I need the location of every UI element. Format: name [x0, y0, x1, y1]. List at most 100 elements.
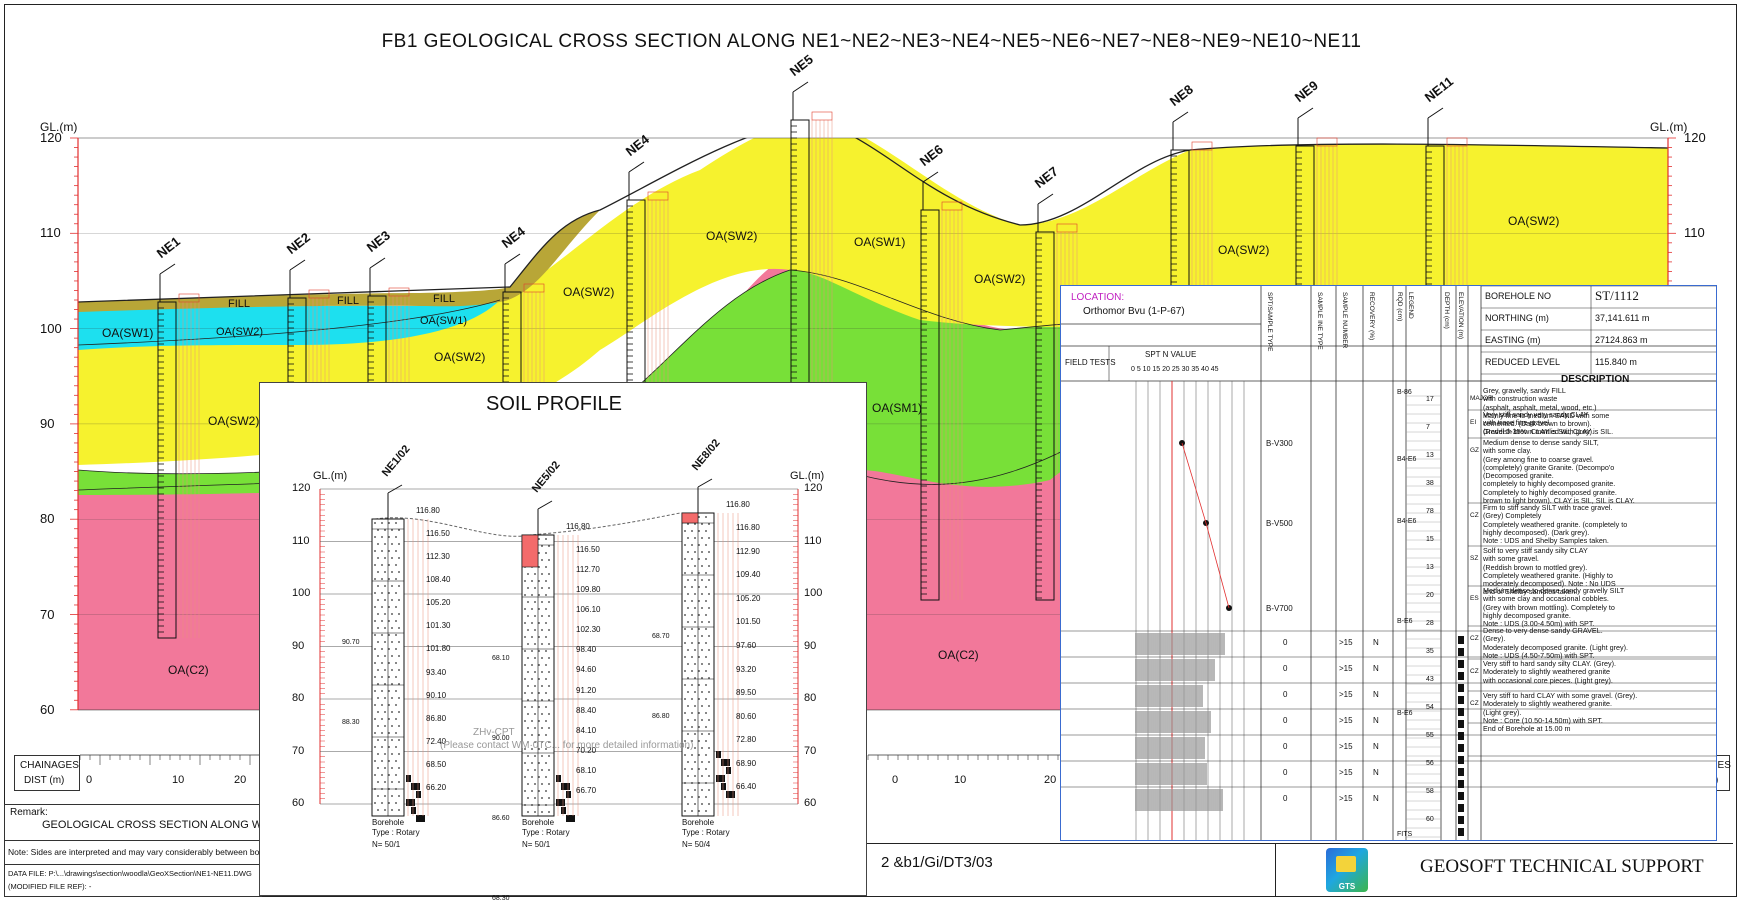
sp-dot: [384, 767, 386, 769]
sp-dot: [541, 741, 543, 743]
sample-id: B-V500: [1266, 519, 1293, 528]
sp-dot: [527, 657, 529, 659]
desc-code: CZ: [1470, 635, 1479, 642]
label-sw2-8: OA(SW2): [1508, 214, 1560, 228]
spt-curve: [1181, 442, 1230, 609]
sp-dot: [534, 713, 536, 715]
sp-dot: [527, 587, 529, 589]
sp-dot: [545, 664, 547, 666]
leader-line: [159, 263, 176, 275]
sp-dot: [538, 552, 540, 554]
legend-block: [1458, 780, 1464, 788]
sp-dot: [691, 572, 693, 574]
depth-value: 54: [1426, 704, 1434, 711]
sp-dot: [694, 761, 696, 763]
sp-dot: [531, 650, 533, 652]
sp-dot: [548, 741, 550, 743]
sp-dot: [698, 516, 700, 518]
sp-dot: [527, 741, 529, 743]
sp-dot: [541, 545, 543, 547]
sp-dot: [548, 811, 550, 813]
description-head: DESCRIPTION: [1561, 374, 1630, 385]
sp-dot: [398, 557, 400, 559]
sp-dot: [701, 733, 703, 735]
sp-dot: [381, 592, 383, 594]
sp-dot: [524, 692, 526, 694]
sp-dot: [687, 719, 689, 721]
row-type: N: [1373, 794, 1379, 803]
sp-dot: [384, 809, 386, 811]
sp-dot: [534, 615, 536, 617]
row-n: >15: [1339, 690, 1353, 699]
modified-file: (MODIFIED FILE REF): -: [8, 882, 92, 891]
spt-header: [388, 287, 410, 297]
description-text: Dense to very dense sandy GRAVEL. (Grey)…: [1483, 627, 1629, 660]
depth-value: 43: [1426, 676, 1434, 683]
sp-dot: [381, 718, 383, 720]
sp-dot: [374, 662, 376, 664]
borehole-no: ST/1112: [1595, 288, 1639, 303]
sp-dot: [541, 643, 543, 645]
sp-core-block: [721, 783, 726, 790]
legend-block: [1458, 696, 1464, 704]
sp-dot: [694, 733, 696, 735]
sp-dot: [527, 783, 529, 785]
sp-dot: [687, 663, 689, 665]
sp-dot: [694, 649, 696, 651]
sp-level: 105.20: [426, 598, 451, 608]
sp-dot: [548, 699, 550, 701]
sp-dot: [374, 732, 376, 734]
sp-dot: [538, 538, 540, 540]
sp-dot: [684, 572, 686, 574]
sp-watermark-1: ZHv-CPT: [473, 727, 515, 738]
sp-dot: [531, 748, 533, 750]
sp-level: 106.10: [576, 605, 601, 615]
sp-dot: [701, 691, 703, 693]
sp-dot: [398, 669, 400, 671]
leader-line: [922, 171, 939, 183]
sp-dot: [705, 698, 707, 700]
sp-dot: [388, 522, 390, 524]
sp-dot: [698, 600, 700, 602]
sp-core-block: [566, 791, 571, 798]
sp-type: Type : Rotary: [682, 828, 730, 837]
y-label-left: 80: [40, 511, 55, 527]
sp-dot: [694, 579, 696, 581]
sp-dot: [705, 572, 707, 574]
legend-block: [1458, 672, 1464, 680]
drawing-number: 2 &b1/Gi/DT3/03: [881, 854, 993, 871]
sp-dot: [548, 559, 550, 561]
sp-core-block: [406, 775, 411, 782]
sp-dot: [687, 607, 689, 609]
sp-dot: [527, 811, 529, 813]
sp-dot: [384, 781, 386, 783]
row-type: N: [1373, 690, 1379, 699]
description-text: Medium dense to dense sandy SILT, with s…: [1483, 439, 1635, 506]
sp-dot: [524, 636, 526, 638]
sp-dot: [708, 761, 710, 763]
sp-dot: [395, 606, 397, 608]
sp-dot: [708, 649, 710, 651]
sp-dot: [377, 739, 379, 741]
sp-dot: [541, 657, 543, 659]
sp-leader: [387, 484, 403, 494]
legend-block: [1458, 684, 1464, 692]
sp-dot: [534, 587, 536, 589]
sp-dot: [377, 599, 379, 601]
sp-level: 112.70: [576, 565, 600, 575]
sp-dot: [381, 662, 383, 664]
dist-label-left: DIST (m): [24, 775, 65, 786]
sp-dot: [705, 684, 707, 686]
sp-y-left: 100: [292, 587, 311, 599]
sp-dot: [531, 706, 533, 708]
desc-code: CZ: [1470, 512, 1479, 519]
sp-dot: [395, 662, 397, 664]
sp-dot: [395, 802, 397, 804]
sp-dot: [524, 734, 526, 736]
sp-dot: [527, 573, 529, 575]
sp-dot: [705, 530, 707, 532]
sp-dot: [527, 727, 529, 729]
sp-dot: [391, 753, 393, 755]
sp-dot: [384, 641, 386, 643]
sp-dot: [684, 796, 686, 798]
